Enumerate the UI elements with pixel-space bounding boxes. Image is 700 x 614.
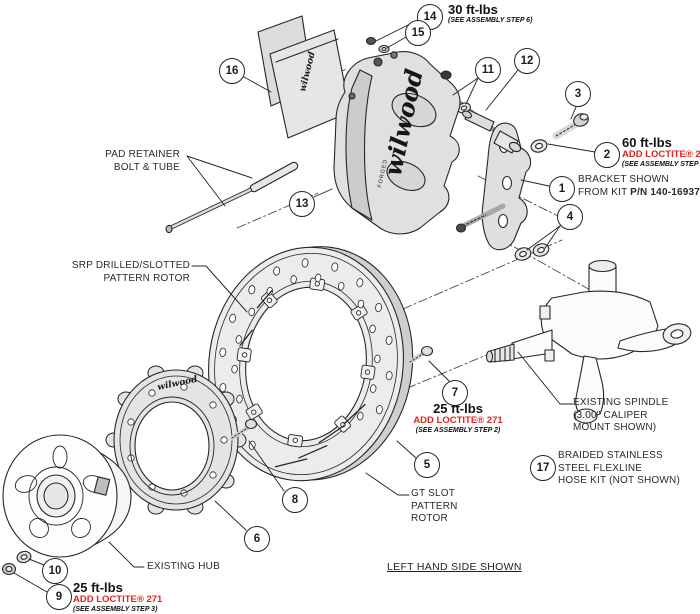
callout-14-number: 14 xyxy=(423,11,437,23)
spindle xyxy=(485,259,692,424)
rotor-hat-adapter: wilwood xyxy=(105,365,247,515)
label-part-number: P/N 140-16937 xyxy=(630,186,700,198)
torque-step: (SEE ASSEMBLY STEP 6) xyxy=(448,17,533,24)
torque-value: 30 ft-lbs xyxy=(448,2,498,17)
label-line: ROTOR xyxy=(411,513,448,524)
callout-13: 13 xyxy=(289,191,315,217)
callout-1: 1 xyxy=(549,176,575,202)
label-line: EXISTING SPINDLE xyxy=(573,397,669,408)
label-pad-retainer: PAD RETAINER BOLT & TUBE xyxy=(105,149,180,174)
brake-pads: wilwood xyxy=(257,15,351,139)
callout-2: 2 xyxy=(594,142,620,168)
bracket-bolt-washer xyxy=(530,139,548,153)
label-line: GT SLOT xyxy=(411,488,456,499)
torque-note-25-rotor: 25 ft-lbs ADD LOCTITE® 271 (SEE ASSEMBLY… xyxy=(413,402,503,435)
loctite-note: ADD LOCTITE® 271 xyxy=(622,149,700,160)
label-line: BRACKET SHOWN xyxy=(578,174,669,185)
callout-6-number: 6 xyxy=(253,533,261,545)
label-bracket: BRACKET SHOWN FROM KIT P/N 140-16937 xyxy=(578,174,700,199)
label-line: PATTERN xyxy=(411,500,458,512)
callout-15-number: 15 xyxy=(411,27,425,39)
callout-17-number: 17 xyxy=(536,462,550,474)
label-line: PATTERN ROTOR xyxy=(103,272,190,284)
callout-10-number: 10 xyxy=(48,565,62,577)
caliper-nut-washer xyxy=(365,36,390,54)
rotor xyxy=(208,246,414,482)
callout-12: 12 xyxy=(514,48,540,74)
label-line: (3.00" CALIPER xyxy=(573,409,648,421)
loctite-note: ADD LOCTITE® 271 xyxy=(413,415,503,426)
label-line: FROM KIT xyxy=(578,186,631,198)
callout-9-number: 9 xyxy=(55,591,63,603)
callout-5-number: 5 xyxy=(423,459,431,471)
torque-note-30: 30 ft-lbs (SEE ASSEMBLY STEP 6) xyxy=(448,3,532,25)
label-line: PAD RETAINER xyxy=(105,149,180,160)
callout-10: 10 xyxy=(42,558,68,584)
pad-retainer-hardware xyxy=(165,161,299,234)
torque-note-25-hub: 25 ft-lbs ADD LOCTITE® 271 (SEE ASSEMBLY… xyxy=(73,581,162,614)
label-line: MOUNT SHOWN) xyxy=(573,422,657,433)
callout-7-number: 7 xyxy=(451,387,459,399)
callout-17: 17 xyxy=(530,455,556,481)
callout-11: 11 xyxy=(475,57,501,83)
loctite-note: ADD LOCTITE® 271 xyxy=(73,594,163,605)
label-existing-hub: EXISTING HUB xyxy=(147,561,220,574)
dowel-pin xyxy=(461,109,522,154)
rotor-bolt-7 xyxy=(407,345,434,365)
torque-value: 25 ft-lbs xyxy=(73,580,123,595)
label-line: BRAIDED STAINLESS xyxy=(558,450,663,461)
callout-2-number: 2 xyxy=(603,149,611,161)
callout-4: 4 xyxy=(557,204,583,230)
torque-value: 25 ft-lbs xyxy=(433,401,483,416)
torque-value: 60 ft-lbs xyxy=(622,135,672,150)
bracket-bolt xyxy=(552,113,589,140)
caliper: wilwood FORGED xyxy=(333,51,461,235)
label-srp-rotor: SRP DRILLED/SLOTTED PATTERN ROTOR xyxy=(72,260,190,285)
label-line: EXISTING HUB xyxy=(147,561,220,572)
callout-12-number: 12 xyxy=(520,55,534,67)
label-line: STEEL FLEXLINE xyxy=(558,462,643,474)
callout-4-number: 4 xyxy=(566,211,574,223)
label-spindle: EXISTING SPINDLE (3.00" CALIPER MOUNT SH… xyxy=(573,397,668,435)
label-line: SRP DRILLED/SLOTTED xyxy=(71,260,190,271)
torque-step: (SEE ASSEMBLY STEP 5) xyxy=(622,161,700,168)
callout-16-number: 16 xyxy=(225,65,239,77)
callout-7: 7 xyxy=(442,380,468,406)
callout-15: 15 xyxy=(405,20,431,46)
footer-note: LEFT HAND SIDE SHOWN xyxy=(387,561,522,573)
callout-5: 5 xyxy=(414,452,440,478)
torque-step: (SEE ASSEMBLY STEP 2) xyxy=(415,427,501,434)
callout-6: 6 xyxy=(244,526,270,552)
leader-lines xyxy=(13,19,596,593)
torque-step: (SEE ASSEMBLY STEP 3) xyxy=(73,606,158,613)
callout-16: 16 xyxy=(219,58,245,84)
callout-8: 8 xyxy=(282,487,308,513)
callout-11-number: 11 xyxy=(481,64,495,76)
label-line: BOLT & TUBE xyxy=(113,161,180,173)
rotor-bolt xyxy=(229,418,258,441)
callout-8-number: 8 xyxy=(291,494,299,506)
hub-nut-washer xyxy=(1,550,32,576)
label-gt-rotor: GT SLOT PATTERN ROTOR xyxy=(411,488,458,526)
bracket-washers xyxy=(514,243,550,261)
callout-13-number: 13 xyxy=(295,198,309,210)
callout-1-number: 1 xyxy=(558,183,566,195)
callout-3-number: 3 xyxy=(574,88,582,100)
label-hose-kit: BRAIDED STAINLESS STEEL FLEXLINE HOSE KI… xyxy=(558,450,680,488)
torque-note-60: 60 ft-lbs ADD LOCTITE® 271 (SEE ASSEMBLY… xyxy=(622,136,700,169)
callout-3: 3 xyxy=(565,81,591,107)
callout-9: 9 xyxy=(46,584,72,610)
existing-hub xyxy=(2,434,132,558)
label-line: HOSE KIT (NOT SHOWN) xyxy=(558,475,680,486)
